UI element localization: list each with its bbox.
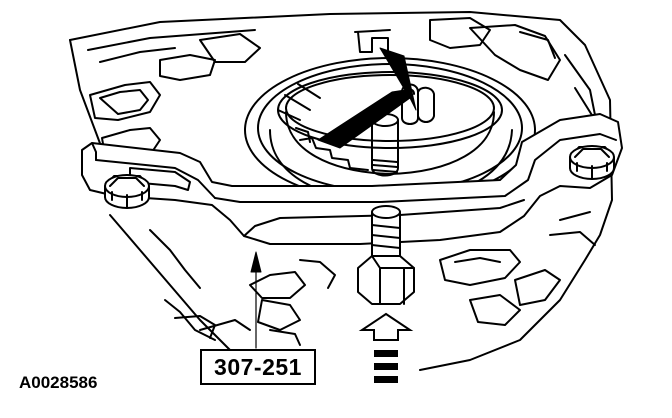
- removal-direction-arrow: [317, 47, 417, 149]
- tool-leader-line: [250, 251, 262, 349]
- push-direction-arrow: [358, 312, 414, 383]
- left-mounting-bolt: [104, 174, 150, 209]
- center-forcing-screw: [371, 113, 399, 177]
- forcing-screw-hex: [357, 205, 415, 305]
- tool-number-label: 307-251: [200, 349, 316, 385]
- figure-id-text: A0028586: [19, 373, 98, 392]
- right-mounting-bolt: [569, 145, 615, 180]
- special-tool-bridge: [81, 113, 623, 245]
